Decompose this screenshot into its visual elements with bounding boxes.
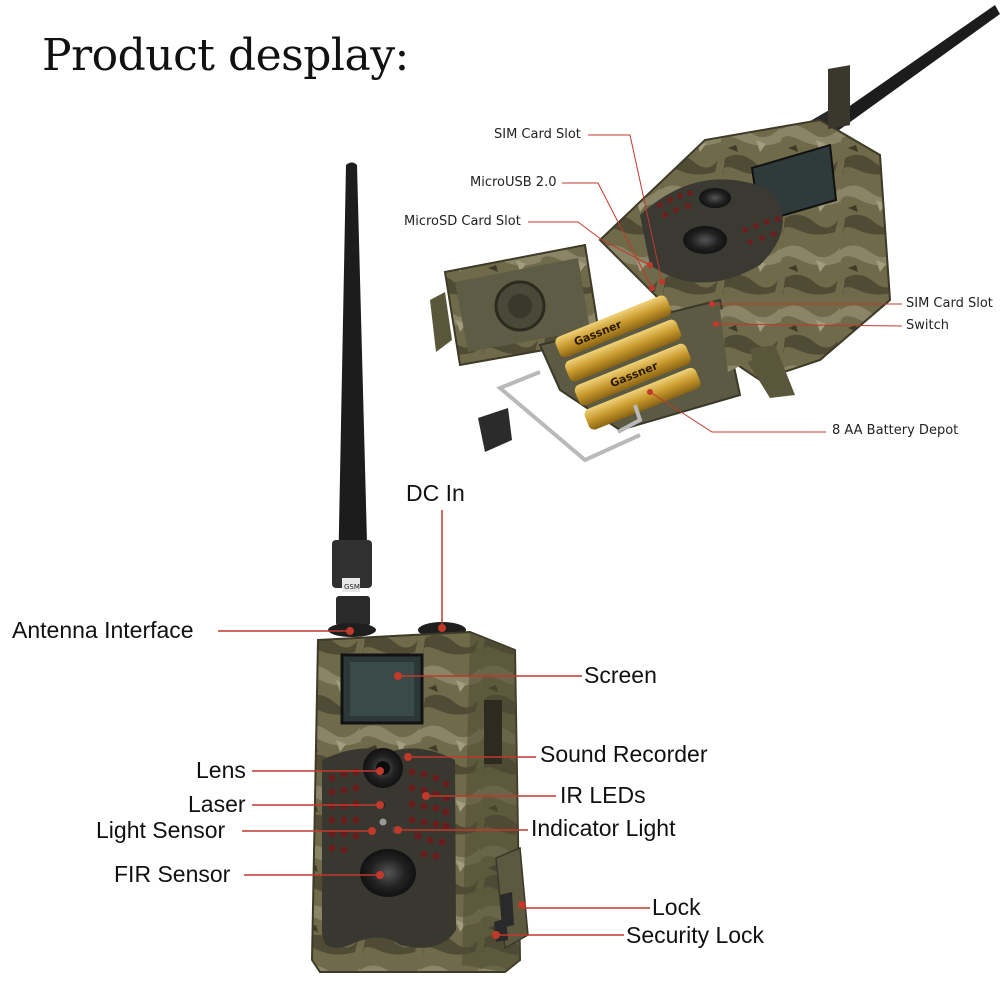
antenna-tag: GSM (344, 583, 360, 591)
callout-lens: Lens (196, 757, 246, 783)
callout-indicator-light: Indicator Light (531, 815, 676, 841)
callout-ir-leds: IR LEDs (560, 782, 646, 808)
top-lens (683, 226, 727, 254)
callout-dc-in: DC In (406, 480, 465, 506)
ir-led-array (328, 768, 450, 860)
callout-lock: Lock (652, 894, 701, 920)
ir-panel (322, 748, 456, 948)
callout-switch: Switch (906, 318, 949, 333)
callout-fir-sensor: FIR Sensor (114, 861, 231, 887)
top-antenna (818, 5, 1000, 138)
light-sensor-dot (379, 818, 387, 826)
callout-sim-card-slot-right: SIM Card Slot (906, 296, 993, 311)
front-camera-illustration: GSM (310, 162, 529, 973)
page-title: Product desplay: (42, 30, 409, 81)
callout-security-lock: Security Lock (626, 922, 765, 948)
callout-microsd-slot: MicroSD Card Slot (404, 214, 521, 229)
callout-screen: Screen (584, 662, 657, 688)
callout-battery-depot: 8 AA Battery Depot (832, 423, 959, 438)
top-callout-lines (528, 134, 903, 433)
callout-sim-card-slot-left: SIM Card Slot (494, 127, 581, 142)
callout-light-sensor: Light Sensor (96, 817, 226, 843)
front-callout-lines (218, 510, 650, 936)
open-camera-illustration: Gassner Gassner (430, 5, 1000, 463)
aa-batteries: Gassner Gassner (555, 295, 701, 430)
callout-sound-recorder: Sound Recorder (540, 741, 708, 767)
callout-microusb: MicroUSB 2.0 (470, 175, 557, 190)
callout-laser: Laser (188, 791, 246, 817)
fir-sensor (360, 849, 416, 897)
front-antenna (338, 162, 368, 580)
callout-antenna-interface: Antenna Interface (12, 617, 194, 643)
